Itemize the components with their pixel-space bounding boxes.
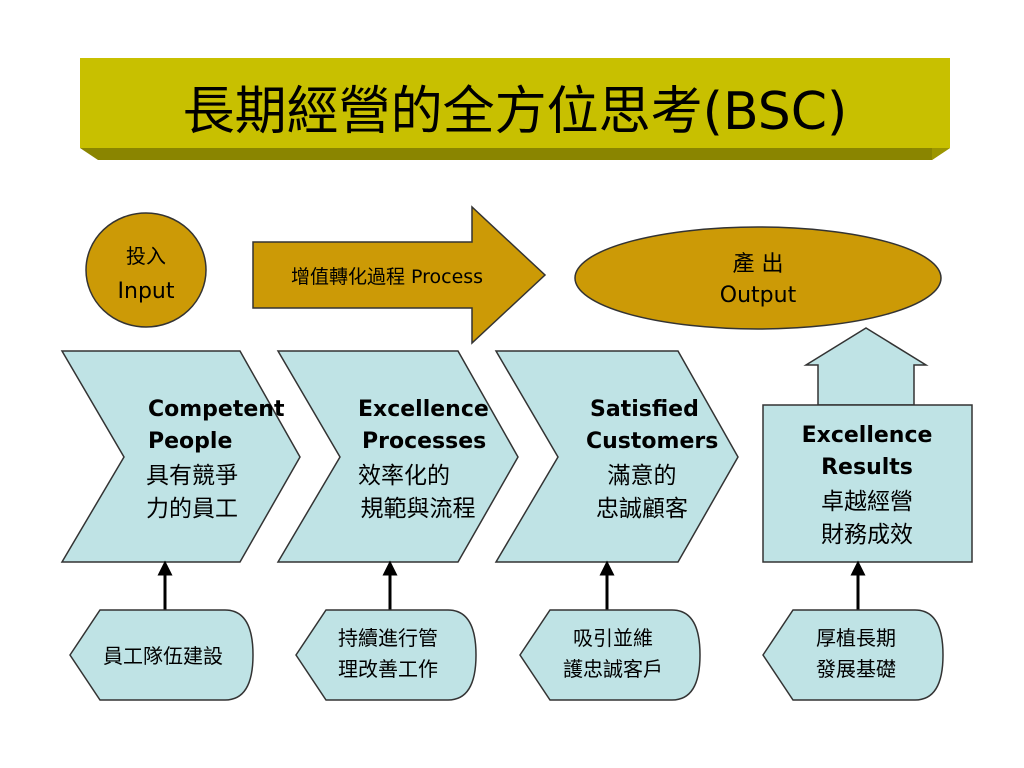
stage-chevron-satisfied-customers: Satisfied Customers 滿意的 忠誠顧客 [494, 350, 739, 563]
foundation-4: 厚植長期 發展基礎 [762, 609, 944, 701]
foundation-4-text-1: 厚植長期 [816, 626, 896, 650]
stage-chevron-competent-people: Competent People 具有競爭 力的員工 [60, 350, 301, 563]
up-arrow-to-output [803, 327, 929, 406]
title-banner: 長期經營的全方位思考(BSC) [80, 58, 950, 160]
foundation-3: 吸引並維 護忠誠客戶 [519, 609, 701, 701]
foundation-1-text-1: 員工隊伍建設 [103, 644, 223, 668]
process-label: 增值轉化過程 Process [291, 266, 483, 288]
page-title: 長期經營的全方位思考(BSC) [183, 82, 848, 142]
foundation-2: 持續進行管 理改善工作 [295, 609, 477, 701]
stage-3-zh-2: 忠誠顧客 [596, 496, 688, 522]
output-label-en: Output [720, 283, 797, 308]
input-label-en: Input [118, 279, 175, 304]
results-en-1: Excellence [802, 423, 933, 448]
stage-3-zh-1: 滿意的 [608, 463, 677, 489]
stage-1-zh-2: 力的員工 [146, 496, 238, 522]
stage-chevron-excellence-processes: Excellence Processes 效率化的 規範與流程 [276, 350, 519, 563]
results-zh-1: 卓越經營 [821, 489, 913, 515]
foundation-2-text-2: 理改善工作 [338, 657, 438, 681]
foundation-4-text-2: 發展基礎 [816, 657, 896, 681]
stage-3-en-2: Customers [586, 429, 718, 454]
stage-3-en-1: Satisfied [590, 397, 699, 422]
connector-arrows [157, 560, 866, 610]
results-block: Excellence Results 卓越經營 財務成效 [762, 327, 973, 563]
title-background [80, 58, 950, 148]
stage-2-en-2: Processes [362, 429, 486, 454]
output-label-zh: 產 出 [733, 252, 784, 277]
stage-2-en-1: Excellence [358, 397, 489, 422]
results-zh-2: 財務成效 [821, 522, 913, 548]
results-en-2: Results [821, 455, 913, 480]
stage-1-en-1: Competent [148, 397, 285, 422]
stage-2-zh-1: 效率化的 [358, 463, 450, 489]
foundation-1: 員工隊伍建設 [69, 609, 254, 701]
stage-1-zh-1: 具有競爭 [146, 463, 238, 489]
output-node: 產 出 Output [574, 226, 942, 330]
stage-2-zh-2: 規範與流程 [361, 496, 476, 522]
input-node: 投入 Input [85, 212, 207, 328]
foundation-3-text-1: 吸引並維 [573, 626, 653, 650]
foundation-3-text-2: 護忠誠客戶 [563, 657, 663, 681]
stage-1-en-2: People [148, 429, 232, 454]
process-arrow: 增值轉化過程 Process [252, 205, 547, 345]
foundation-2-text-1: 持續進行管 [338, 626, 438, 650]
input-label-zh: 投入 [126, 244, 166, 268]
